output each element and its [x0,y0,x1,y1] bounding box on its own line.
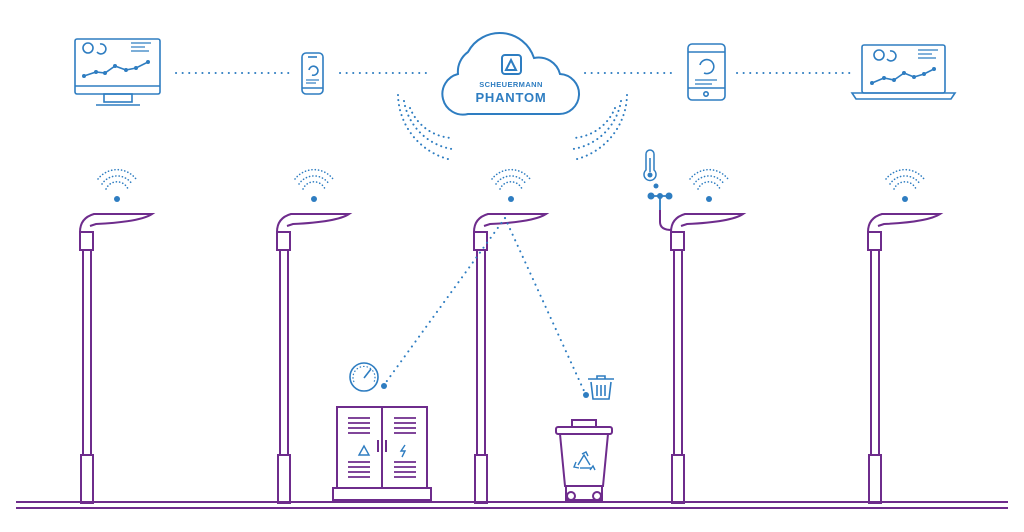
lamp-signals [97,168,925,202]
waste-bin [555,419,613,501]
brand-top-label: SCHEUERMANN [479,80,543,89]
street-lamp-4 [670,213,747,504]
desktop-monitor-icon [74,38,161,106]
street-lamp-3 [473,213,550,504]
smartphone-icon [301,52,324,95]
lamp-signal-5 [885,168,925,190]
tablet-icon [687,43,726,101]
cloud-icon [441,32,581,116]
lamp-signal-1 [97,168,137,190]
brand-main-label: PHANTOM [475,90,546,105]
anemometer-icon [647,192,673,231]
street-lamp-2 [276,213,353,504]
street-lamp-5 [867,213,944,504]
lamp-signal-2 [294,168,334,190]
warning-triangle-icon [357,444,371,456]
laptop-chart-points [870,67,936,85]
cloud-signal-waves-left [397,94,453,161]
trash-can-icon [588,375,614,400]
ground-line [16,501,1008,509]
sensor-links [383,217,586,394]
sensor-link-dot [653,183,659,189]
lamp-signal-3 [491,168,531,190]
recycle-icon [573,451,596,471]
lamp-signal-4 [689,168,729,190]
gauge-icon [349,362,379,392]
street-lamp-1 [79,213,156,504]
cloud-signal-waves-right [572,94,628,161]
thermometer-icon [643,149,657,182]
desktop-chart-points [82,60,150,78]
lightning-bolt-icon [399,444,407,458]
electrical-cabinet [332,406,432,501]
